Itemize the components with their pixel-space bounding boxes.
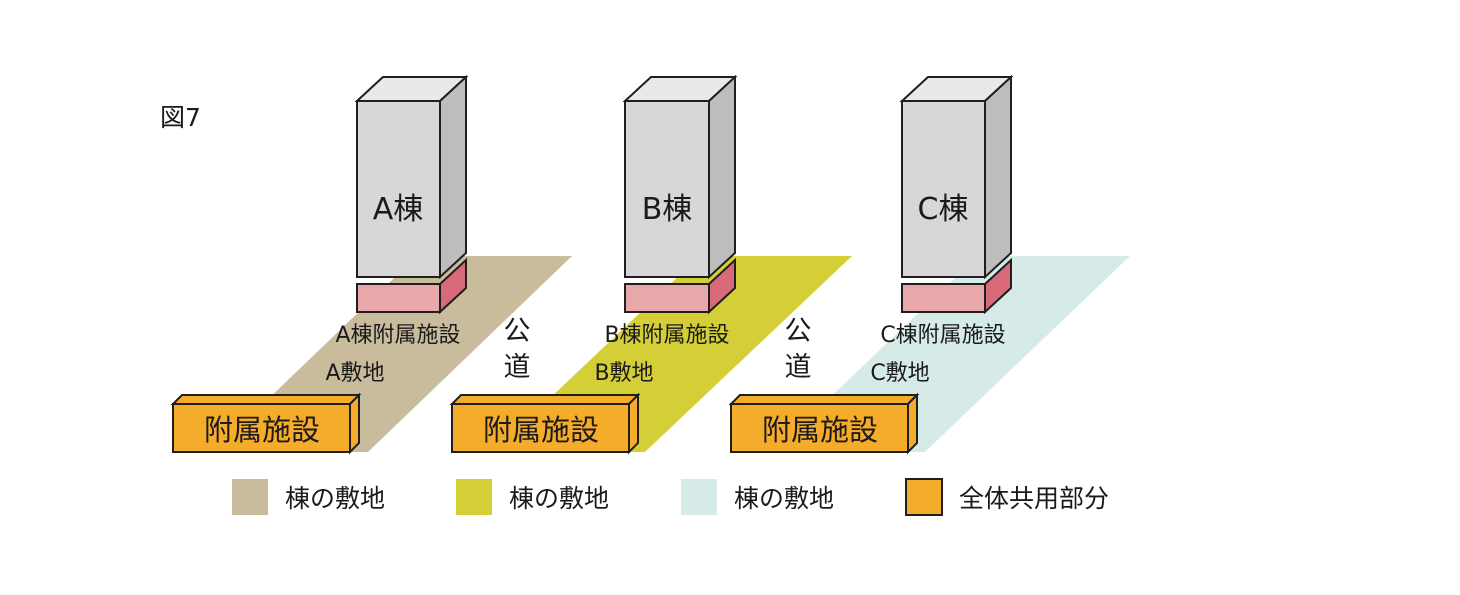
annex-a-front (356, 283, 441, 313)
road-label-2-char-1: 公 (785, 316, 812, 347)
shared-facility-b-side (628, 392, 639, 455)
shared-facility-a-front (172, 403, 351, 453)
shared-facility-a-top (170, 394, 362, 405)
annex-c-label: C棟附属施設 (880, 323, 1005, 348)
shared-facility-c-top (728, 394, 920, 405)
lot-b-label: B敷地 (594, 361, 653, 386)
lot-c-label: C敷地 (870, 361, 929, 386)
road-label-2-char-2: 道 (785, 352, 812, 383)
annex-b-front (624, 283, 710, 313)
building-b-front (624, 100, 710, 278)
building-c-side (984, 74, 1012, 280)
building-c-name: C棟 (918, 192, 969, 227)
shared-facility-a-label: 附属施設 (204, 413, 320, 447)
shared-facility-b-label: 附属施設 (483, 413, 599, 447)
shared-facility-b: 附属施設 (449, 392, 641, 455)
legend-label-lot-c: 棟の敷地 (734, 484, 834, 513)
road-label-1-char-1: 公 (504, 316, 531, 347)
shared-facility-a: 附属施設 (170, 392, 362, 455)
building-b-name: B棟 (642, 192, 693, 227)
shared-facility-c-front (730, 403, 909, 453)
legend: 棟の敷地 棟の敷地 棟の敷地 全体共用部分 (232, 478, 1109, 516)
shared-facility-b-front (451, 403, 630, 453)
annex-a-label: A棟附属施設 (335, 323, 460, 348)
building-c-front (901, 100, 986, 278)
building-b: B棟 (622, 74, 738, 315)
building-a: A棟 (354, 74, 469, 315)
figure-label: 図7 (160, 103, 201, 132)
building-a-front (356, 100, 441, 278)
legend-swatch-shared (905, 478, 943, 516)
building-a-name: A棟 (373, 192, 424, 227)
shared-facility-b-top (449, 394, 641, 405)
legend-label-lot-a: 棟の敷地 (285, 484, 385, 513)
shared-facility-c-side (907, 392, 918, 455)
road-label-1-char-2: 道 (504, 352, 531, 383)
annex-c-front (901, 283, 986, 313)
legend-swatch-lot-c (681, 479, 717, 515)
building-a-side (439, 74, 467, 280)
annex-b-label: B棟附属施設 (604, 323, 729, 348)
shared-facility-a-side (349, 392, 360, 455)
legend-swatch-lot-a (232, 479, 268, 515)
legend-swatch-lot-b (456, 479, 492, 515)
lot-a-label: A敷地 (325, 361, 384, 386)
shared-facility-c-label: 附属施設 (762, 413, 878, 447)
building-c: C棟 (899, 74, 1014, 315)
shared-facility-c: 附属施設 (728, 392, 920, 455)
legend-label-lot-b: 棟の敷地 (509, 484, 609, 513)
building-b-side (708, 74, 736, 280)
legend-label-shared: 全体共用部分 (959, 484, 1109, 513)
